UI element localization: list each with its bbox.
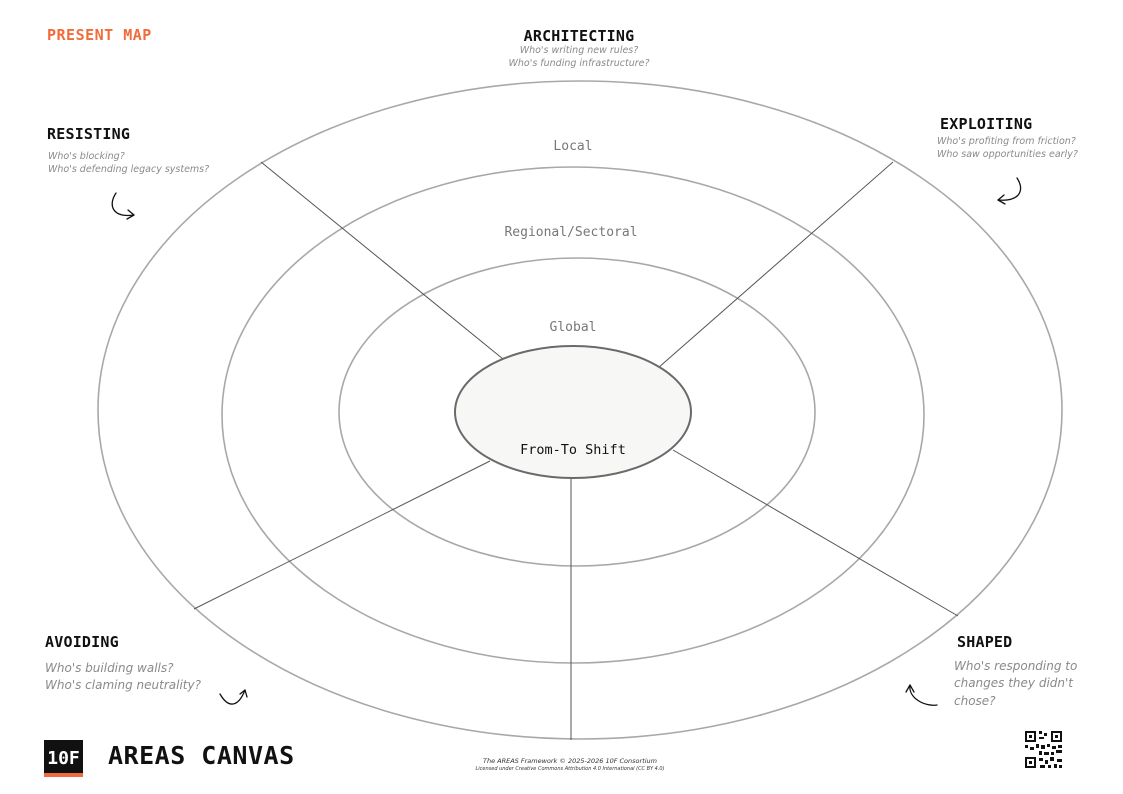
curved-arrow-icon xyxy=(219,689,248,705)
center-label: From-To Shift xyxy=(520,442,626,458)
question: Who's funding infrastructure? xyxy=(508,57,650,69)
divider-avoiding xyxy=(193,460,491,610)
sector-lines xyxy=(193,161,959,740)
center-shift xyxy=(454,345,692,479)
logo-10f: 10F xyxy=(44,740,83,777)
section-title-exploiting: EXPLOITING xyxy=(940,115,1033,133)
section-title-resisting: RESISTING xyxy=(47,125,131,143)
canvas-title: AREAS CANVAS xyxy=(108,741,295,770)
curved-arrow-icon xyxy=(997,177,1022,205)
section-questions-resisting: Who's blocking? Who's defending legacy s… xyxy=(48,151,209,177)
section-title-architecting: ARCHITECTING xyxy=(523,27,635,45)
question: chose? xyxy=(954,693,996,708)
question: Who's blocking? xyxy=(48,151,125,162)
section-questions-exploiting: Who's profiting from friction? Who saw o… xyxy=(937,136,1078,162)
section-questions-avoiding: Who's building walls? Who's claming neut… xyxy=(45,660,201,695)
ring-local xyxy=(97,80,1063,740)
question: Who's defending legacy systems? xyxy=(48,163,210,175)
map-title: PRESENT MAP xyxy=(47,26,152,44)
section-questions-architecting: Who's writing new rules? Who's funding i… xyxy=(0,45,1123,71)
footer-license-text: Licensed under Creative Commons Attribut… xyxy=(475,766,665,772)
section-title-shaped: SHAPED xyxy=(957,633,1013,651)
ring-label-global: Global xyxy=(550,320,597,335)
divider-resisting xyxy=(260,161,504,360)
footer-copyright: The AREAS Framework © 2025-2026 10F Cons… xyxy=(483,757,657,765)
footer-license: The AREAS Framework © 2025-2026 10F Cons… xyxy=(430,757,710,772)
section-questions-shaped: Who's responding to changes they didn't … xyxy=(954,658,1077,710)
question: Who's building walls? xyxy=(45,661,174,675)
ring-label-local: Local xyxy=(553,139,592,154)
question: Who's claming neutrality? xyxy=(45,678,201,693)
curved-arrow-icon xyxy=(111,192,135,220)
question: changes they didn't xyxy=(954,676,1074,691)
divider-shaped xyxy=(672,449,959,617)
ring-label-regional: Regional/Sectoral xyxy=(504,225,637,240)
curved-arrow-icon xyxy=(905,684,938,706)
qr-code-icon xyxy=(1025,731,1062,768)
ring-global xyxy=(338,257,816,567)
question: Who's writing new rules? xyxy=(519,45,639,56)
section-title-avoiding: AVOIDING xyxy=(45,633,119,651)
question: Who's profiting from friction? xyxy=(937,136,1076,147)
question: Who's responding to xyxy=(954,659,1078,673)
ring-regional xyxy=(221,166,925,664)
question: Who saw opportunities early? xyxy=(937,148,1078,160)
divider-exploiting xyxy=(657,161,894,369)
